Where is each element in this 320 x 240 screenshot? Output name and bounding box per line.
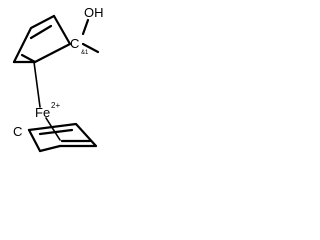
lower-ring-bond-left bbox=[27, 128, 42, 153]
lower-ring-bond-bottom bbox=[38, 144, 62, 153]
upper-ring-inner-bond bbox=[20, 53, 37, 64]
carbinol-carbon-label: C bbox=[70, 36, 79, 51]
iron-to-lower-ring-bond bbox=[45, 117, 61, 141]
upper-cyclopentadienyl-ring bbox=[12, 14, 72, 64]
upper-ring-bond-left bbox=[12, 14, 56, 64]
upper-ring-bond-right bbox=[12, 14, 72, 64]
iron-label: Fe bbox=[35, 105, 50, 120]
lower-ring-carbon-label: C bbox=[13, 124, 22, 139]
hydroxyl-label: OH bbox=[84, 5, 104, 20]
upper-ring-double-bond bbox=[29, 24, 53, 40]
carbinol-to-hydroxyl-bond bbox=[81, 18, 90, 36]
carbinol-to-methyl-bond bbox=[81, 42, 100, 54]
lower-cyclopentadienyl-ring bbox=[27, 122, 98, 153]
hydroxyethyl-side-chain bbox=[81, 18, 100, 54]
upper-ring-to-iron-bond bbox=[33, 61, 41, 108]
lower-ring-double-bond bbox=[38, 128, 74, 136]
ferrocenyl-ethanol-structure: OH C &1 Fe 2+ C bbox=[12, 5, 104, 153]
stereo-descriptor-label: &1 bbox=[81, 50, 89, 56]
lower-ring-outer-bonds bbox=[27, 122, 98, 148]
iron-coordination-bonds bbox=[33, 61, 61, 141]
iron-charge-label: 2+ bbox=[51, 101, 60, 110]
